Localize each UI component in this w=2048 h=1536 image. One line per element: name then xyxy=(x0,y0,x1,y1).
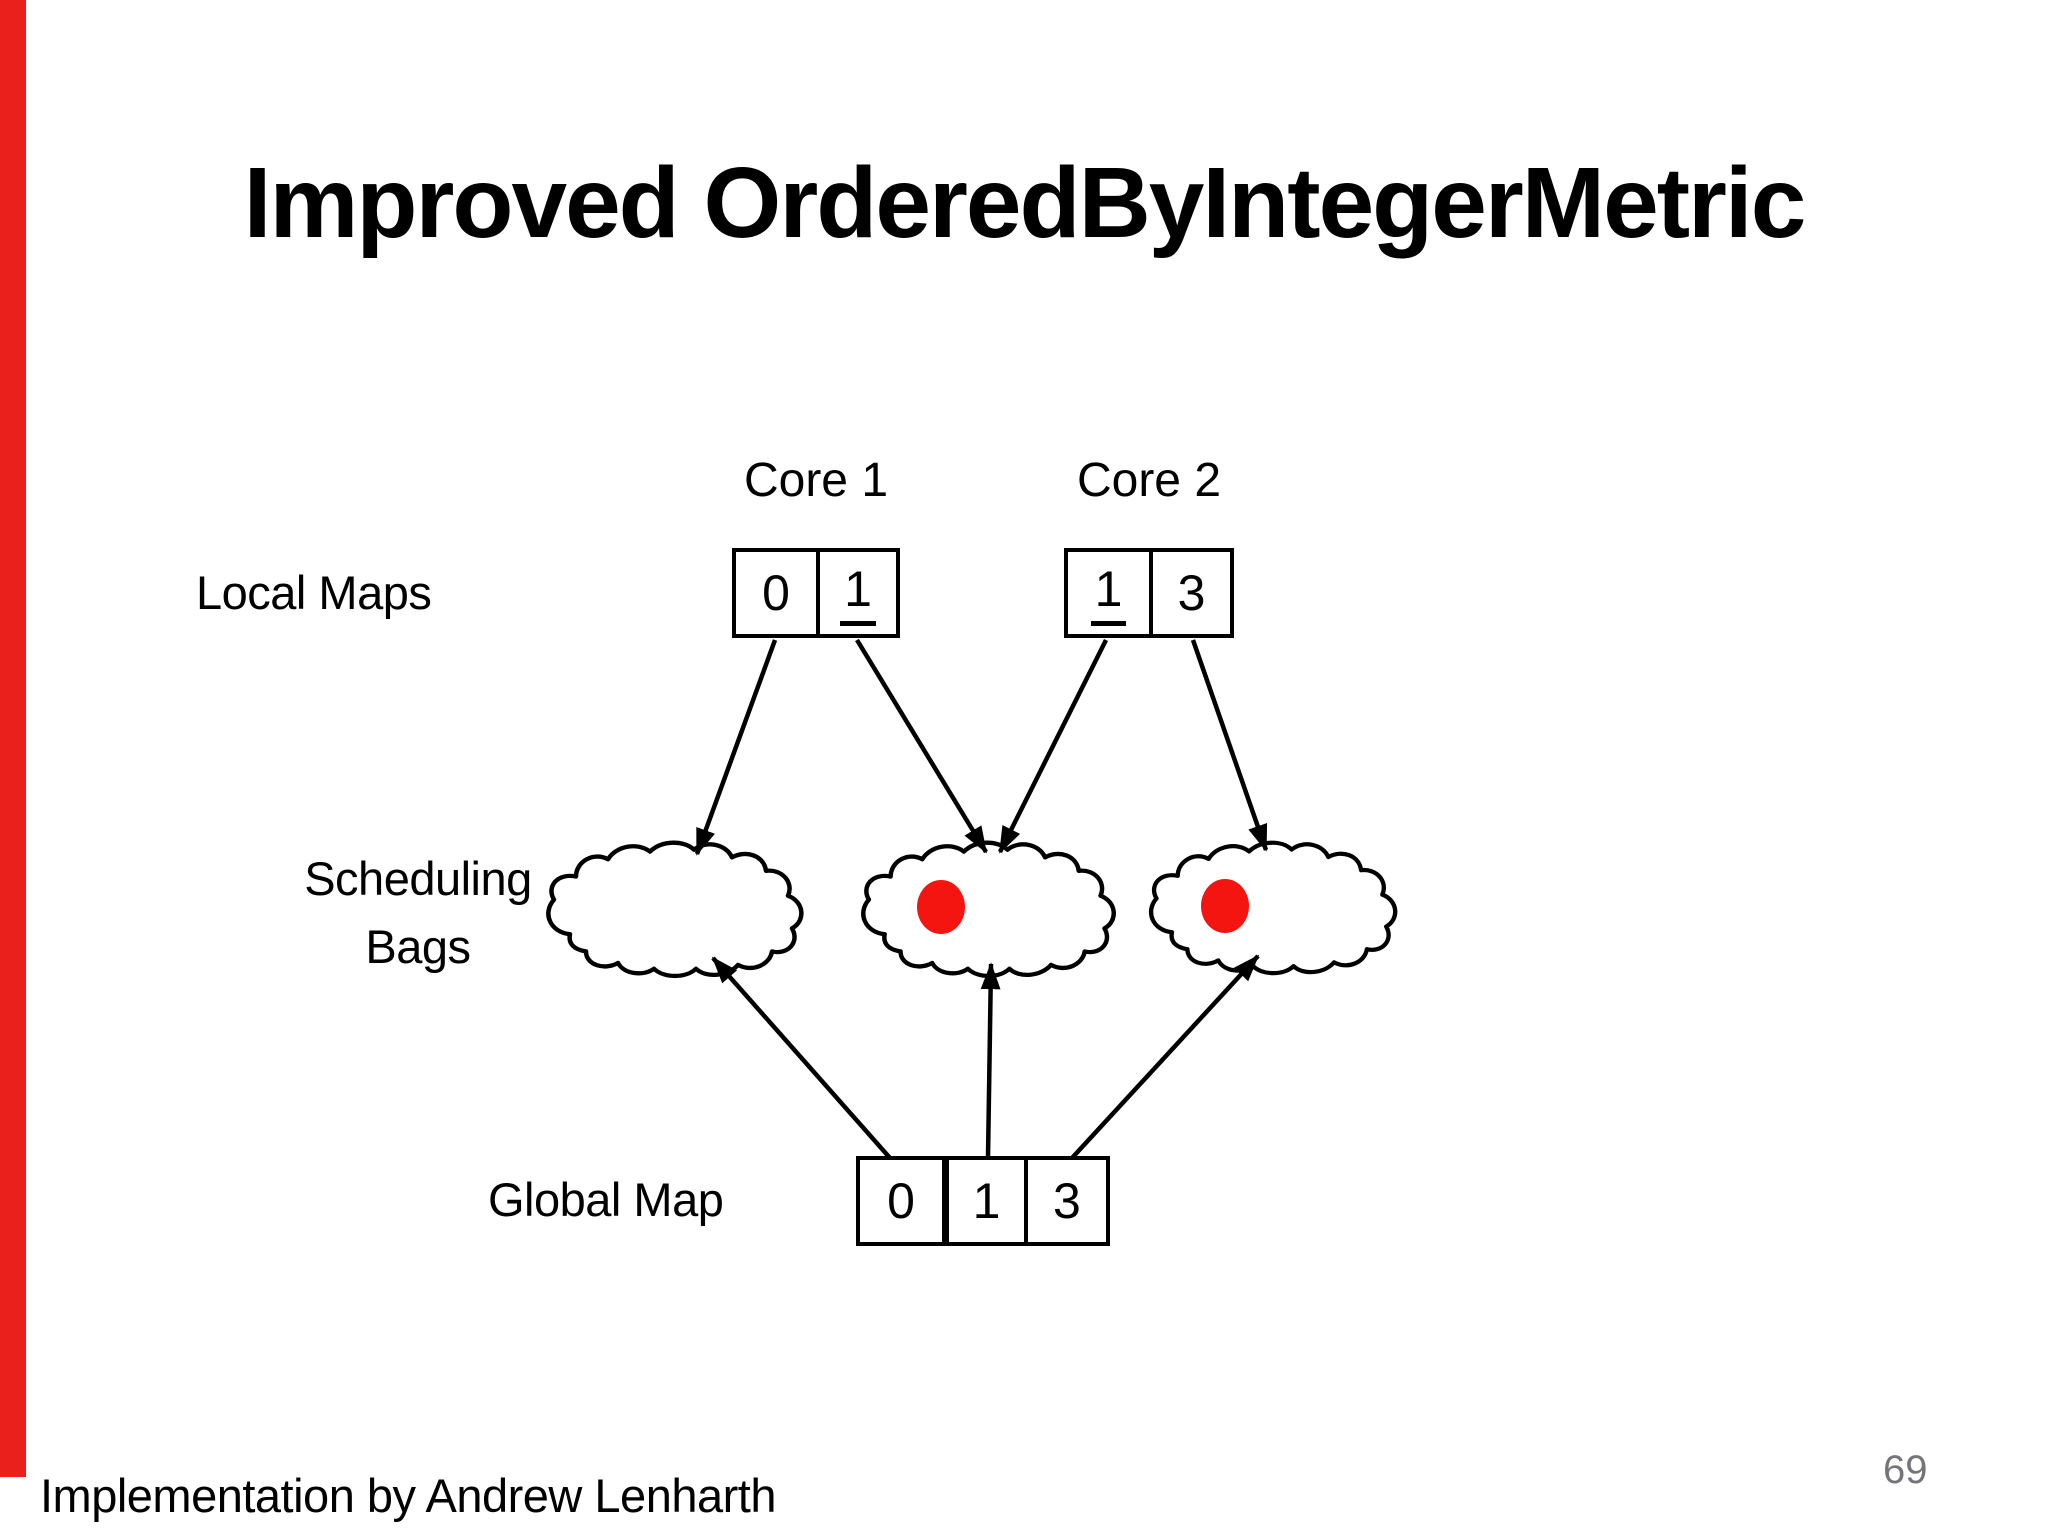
work-item-dot xyxy=(1201,879,1249,933)
global-map-table: 0 1 3 xyxy=(856,1156,1110,1246)
scheduling-bag-cloud-2 xyxy=(863,843,1113,976)
arrow-core2-1-to-bag2 xyxy=(997,638,1109,854)
scheduling-bags-label-line1: Scheduling xyxy=(304,852,532,905)
local-map-core1-cell-0: 0 xyxy=(736,552,816,634)
arrow-global-to-bag3 xyxy=(1070,954,1260,1160)
cell-value: 3 xyxy=(1053,1173,1081,1229)
core-1-label: Core 1 xyxy=(743,454,889,507)
global-map-cell-0: 0 xyxy=(860,1160,942,1242)
cell-value: 1 xyxy=(972,1173,1001,1229)
arrow-global-to-bag2 xyxy=(980,962,1001,1159)
cell-value-underlined: 1 xyxy=(840,560,876,626)
attribution-text: Implementation by Andrew Lenharth xyxy=(40,1469,776,1522)
page-number: 69 xyxy=(1883,1448,1928,1492)
global-map-cell-1: 1 xyxy=(941,1160,1024,1242)
arrow-core1-0-to-bag1 xyxy=(694,639,778,856)
local-map-core1: 0 1 xyxy=(732,548,900,638)
cell-value: 3 xyxy=(1177,565,1206,621)
arrow-core2-3-to-bag3 xyxy=(1190,639,1269,852)
scheduling-bags-label-line2: Bags xyxy=(365,920,471,973)
arrow-global-to-bag1 xyxy=(711,956,892,1160)
cell-value: 0 xyxy=(887,1173,915,1229)
core-2-label: Core 2 xyxy=(1076,454,1222,507)
global-map-label: Global Map xyxy=(488,1173,724,1226)
left-accent-bar xyxy=(0,0,26,1477)
cell-value: 0 xyxy=(762,565,790,621)
scheduling-bags-label: Scheduling Bags xyxy=(268,845,568,981)
local-maps-label: Local Maps xyxy=(196,566,432,619)
work-item-dot xyxy=(917,880,965,934)
scheduling-bag-cloud-1 xyxy=(548,843,801,976)
local-map-core1-cell-1: 1 xyxy=(816,552,896,634)
global-map-cell-2: 3 xyxy=(1023,1160,1106,1242)
cell-value-underlined: 1 xyxy=(1090,560,1127,626)
local-map-core2: 1 3 xyxy=(1064,548,1234,638)
local-map-core2-cell-0: 1 xyxy=(1068,552,1149,634)
page-title: Improved OrderedByIntegerMetric xyxy=(243,147,1807,259)
local-map-core2-cell-1: 3 xyxy=(1149,552,1230,634)
scheduling-bag-cloud-3 xyxy=(1151,843,1395,973)
arrow-core1-1-to-bag2 xyxy=(855,638,988,854)
